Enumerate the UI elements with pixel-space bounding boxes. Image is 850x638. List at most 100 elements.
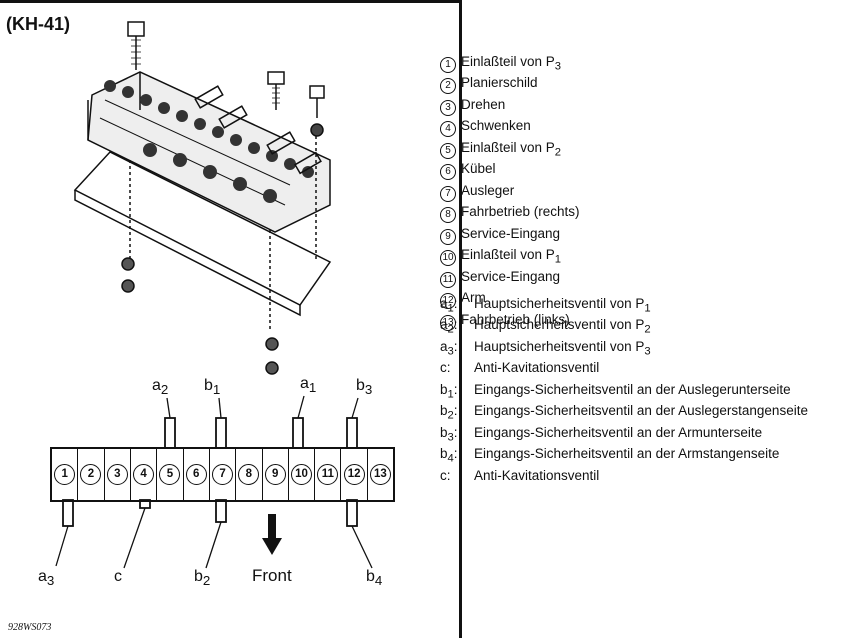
colon: : [453,446,458,462]
part-number-badge: 9 [440,228,456,245]
front-arrow-icon [262,514,282,555]
legend-valve-item: c: Anti-Kavitationsventil [440,468,808,489]
colon: : [446,467,451,483]
legend-part-item: 4 Schwenken [440,118,580,139]
part-number-badge: 10 [440,250,456,267]
label-c: c [114,568,122,585]
label-a2: a2 [152,377,169,398]
section-number-badge: 7 [212,464,234,485]
part-number-badge: 7 [440,185,456,202]
part-name: Planierschild [461,75,538,91]
valve-key: b1: [440,382,474,403]
section-number-badge: 5 [159,464,181,485]
valve-key-letter: b [440,424,448,440]
valve-subscript: 3 [644,345,651,358]
legend-part-item: 13 Fahrbetrieb (links) [440,312,580,333]
valve-section-5: 5 [157,449,184,500]
valve-section-9: 9 [263,449,289,500]
figure-code: (KH-41) [6,14,71,34]
valve-key: a1: [440,296,474,317]
part-number-badge: 3 [440,99,456,116]
section-number-badge: 9 [264,464,286,485]
valve-description: Anti-Kavitationsventil [474,467,600,483]
part-name: Fahrbetrieb (links) [461,311,570,327]
part-subscript: 1 [554,254,562,267]
mounting-bolt-left [127,21,145,70]
valve-description: Hauptsicherheitsventil von P [474,296,645,311]
valve-section-10: 10 [289,449,316,500]
colon: : [453,403,458,419]
valve-key-subscript: 1 [447,302,454,315]
part-name: Schwenken [461,118,531,134]
figure-number: 928WS073 [8,622,52,633]
label-b1: b1 [204,377,221,398]
valve-description: Anti-Kavitationsventil [474,360,600,376]
valve-subscript: 1 [644,302,651,315]
illustration-frame [0,0,462,638]
legend-part-item: 2 Planierschild [440,75,580,96]
valve-description: Eingangs-Sicherheitsventil an der Armunt… [474,424,763,440]
label-a1: a1 [300,375,317,396]
section-number-badge: 3 [106,464,128,485]
part-number-badge: 11 [440,271,456,288]
valve-key-subscript: 4 [447,453,454,466]
part-number-badge: 1 [440,57,456,73]
valve-spools [104,80,314,203]
front-label: Front [252,566,292,585]
valve-description: Hauptsicherheitsventil von P [474,317,645,333]
valve-key: a3: [440,339,474,360]
legend-valve-item: b4:Eingangs-Sicherheitsventil an der Arm… [440,446,808,467]
part-name: Arm [461,290,486,306]
section-number-badge: 6 [185,464,207,485]
valve-key-letter: c [440,467,447,483]
legend-part-item: 12 Arm [440,290,580,311]
legend-valve-item: a3:Hauptsicherheitsventil von P3 [440,339,808,360]
valve-key-letter: a [440,317,448,333]
valve-key: a2: [440,317,474,338]
valve-description: Eingangs-Sicherheitsventil an der Ausleg… [474,381,791,397]
section-number-badge: 10 [290,464,312,485]
part-number-badge: 5 [440,142,456,159]
section-number-badge: 12 [343,464,365,485]
valve-key: b2: [440,403,474,424]
mounting-bolt-right-a [267,71,285,110]
valve-subscript: 2 [644,324,651,337]
label-b3: b3 [356,377,373,398]
part-name: Service-Eingang [461,225,561,241]
part-number-badge: 12 [440,293,456,310]
valve-key-letter: b [440,403,448,419]
leader-lines [55,395,373,569]
part-subscript: 3 [554,60,562,73]
label-b4: b4 [366,568,383,589]
part-number-badge: 8 [440,207,456,224]
valve-section-4: 4 [131,449,158,500]
valve-key-subscript: 2 [447,410,454,423]
colon: : [453,317,458,333]
part-number-badge: 4 [440,121,456,138]
valve-section-13: 13 [368,449,393,500]
part-number-badge: 2 [440,78,456,95]
part-number-badge: 13 [440,314,456,331]
legend-valve-item: c:Anti-Kavitationsventil [440,360,808,381]
part-name: Fahrbetrieb (rechts) [461,204,580,220]
label-a3: a3 [38,568,55,589]
legend-valve-item: b1:Eingangs-Sicherheitsventil an der Aus… [440,382,808,403]
valve-section-7: 7 [210,449,237,500]
valve-key-letter: c [440,360,447,376]
section-number-badge: 2 [80,464,102,485]
valve-key-letter: b [440,446,448,462]
valve-key-subscript: 2 [447,324,454,337]
valve-key-subscript: 1 [447,388,454,401]
legend-part-item: 9 Service-Eingang [440,226,580,247]
nuts [121,257,279,375]
part-name: Drehen [461,96,506,112]
legend-valve-item: a2:Hauptsicherheitsventil von P2 [440,317,808,338]
legend-part-item: 3 Drehen [440,97,580,118]
colon: : [453,296,458,311]
